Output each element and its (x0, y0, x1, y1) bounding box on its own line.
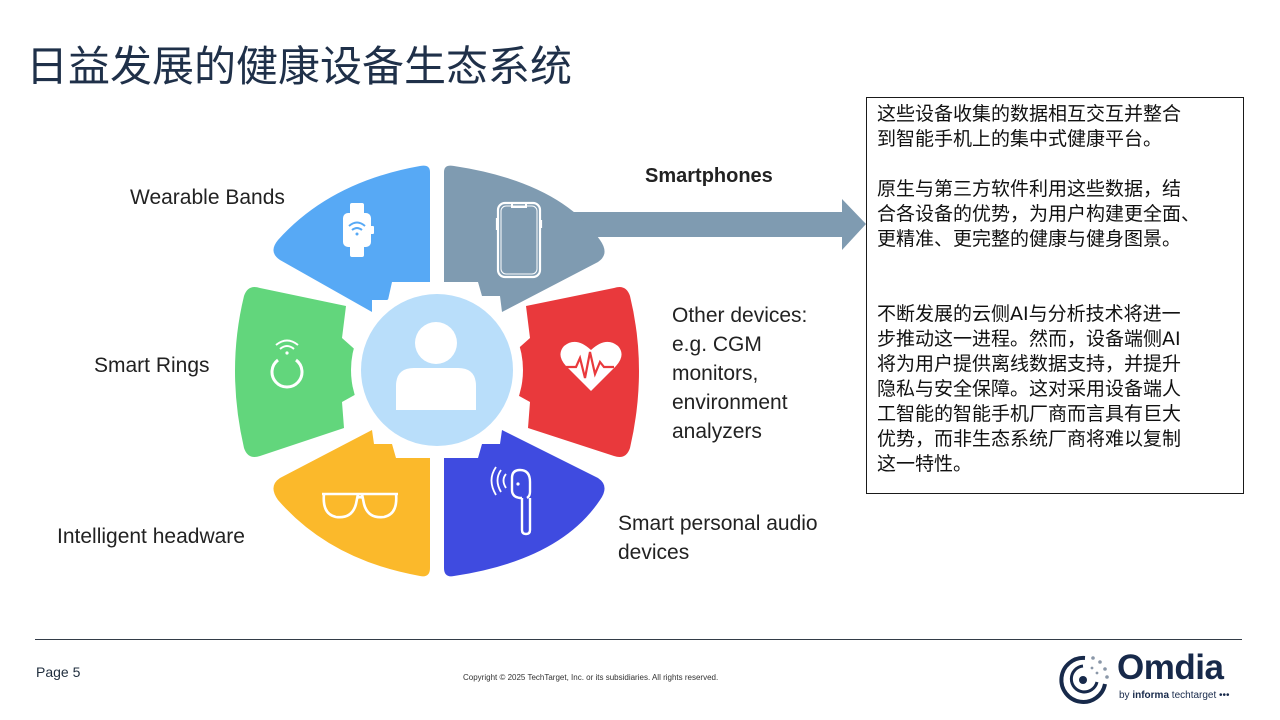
label-smartphones: Smartphones (645, 165, 773, 187)
copyright-notice: Copyright © 2025 TechTarget, Inc. or its… (463, 673, 719, 682)
logo-tagline: by informa techtarget ••• (1119, 690, 1230, 701)
omdia-swirl-icon (1059, 655, 1109, 704)
segment-smart-rings (235, 287, 360, 457)
text-line: 工智能的智能手机厂商而言具有巨大 (877, 403, 1182, 425)
text-line: 不断发展的云侧AI与分析技术将进一 (877, 303, 1181, 325)
segment-smartphones (444, 165, 605, 312)
text-line: 更精准、更完整的健康与健身图景。 (877, 228, 1182, 250)
text-line: 这些设备收集的数据相互交互并整合 (877, 103, 1182, 125)
label-intelligent-headware: Intelligent headware (57, 525, 245, 548)
page-title: 日益发展的健康设备生态系统 (26, 42, 573, 91)
text-line: 隐私与安全保障。这对采用设备端人 (877, 378, 1182, 400)
center-gear (351, 284, 523, 456)
text-line: 步推动这一进程。然而，设备端侧AI (877, 328, 1181, 350)
label-line: environment (672, 391, 788, 414)
logo-wordmark: Omdia (1117, 648, 1224, 687)
text-line: 这一特性。 (877, 453, 973, 475)
text-line: 原生与第三方软件利用这些数据，结 (877, 178, 1182, 200)
glasses-icon (322, 492, 398, 519)
label-line: Other devices: (672, 304, 808, 327)
smartphones-arrow (560, 199, 866, 250)
spacer (877, 252, 1235, 302)
text-line: 合各设备的优势，为用户构建更全面、 (877, 203, 1201, 225)
page-number: Page 5 (36, 664, 81, 680)
segment-audio (444, 430, 605, 577)
spacer (877, 152, 1235, 177)
label-line: Smart personal audio (618, 512, 818, 535)
explanation-textbox: 这些设备收集的数据相互交互并整合 到智能手机上的集中式健康平台。 原生与第三方软… (866, 97, 1244, 494)
footer-divider (35, 639, 1242, 640)
paragraph-3: 不断发展的云侧AI与分析技术将进一 步推动这一进程。然而，设备端侧AI 将为用户… (877, 302, 1235, 477)
logo-tagline-prefix: by (1119, 690, 1130, 701)
text-line: 到智能手机上的集中式健康平台。 (877, 128, 1163, 150)
omdia-logo: Omdia by informa techtarget ••• (1055, 648, 1245, 706)
smartphone-icon (495, 201, 543, 279)
segment-headware (273, 430, 430, 577)
text-line: 将为用户提供离线数据支持，并提升 (877, 353, 1182, 375)
paragraph-1: 这些设备收集的数据相互交互并整合 到智能手机上的集中式健康平台。 (877, 102, 1235, 152)
user-icon (396, 322, 476, 410)
logo-tagline-suffix: techtarget ••• (1171, 690, 1230, 701)
label-smart-audio: Smart personal audio devices (618, 509, 818, 567)
label-wearable-bands: Wearable Bands (130, 186, 285, 209)
paragraph-2: 原生与第三方软件利用这些数据，结 合各设备的优势，为用户构建更全面、 更精准、更… (877, 177, 1235, 252)
label-smart-rings: Smart Rings (94, 354, 210, 377)
smart-ring-icon (270, 339, 304, 389)
label-line: devices (618, 541, 690, 564)
smartwatch-icon (343, 203, 374, 257)
earbud-icon (490, 466, 532, 536)
text-line: 优势，而非生态系统厂商将难以复制 (877, 428, 1182, 450)
logo-tagline-brand: informa (1132, 690, 1170, 701)
heart-pulse-icon (560, 341, 622, 391)
label-line: monitors, (672, 362, 759, 385)
label-line: analyzers (672, 420, 762, 443)
label-line: e.g. CGM (672, 333, 762, 356)
label-other-devices: Other devices: e.g. CGM monitors, enviro… (672, 301, 807, 446)
